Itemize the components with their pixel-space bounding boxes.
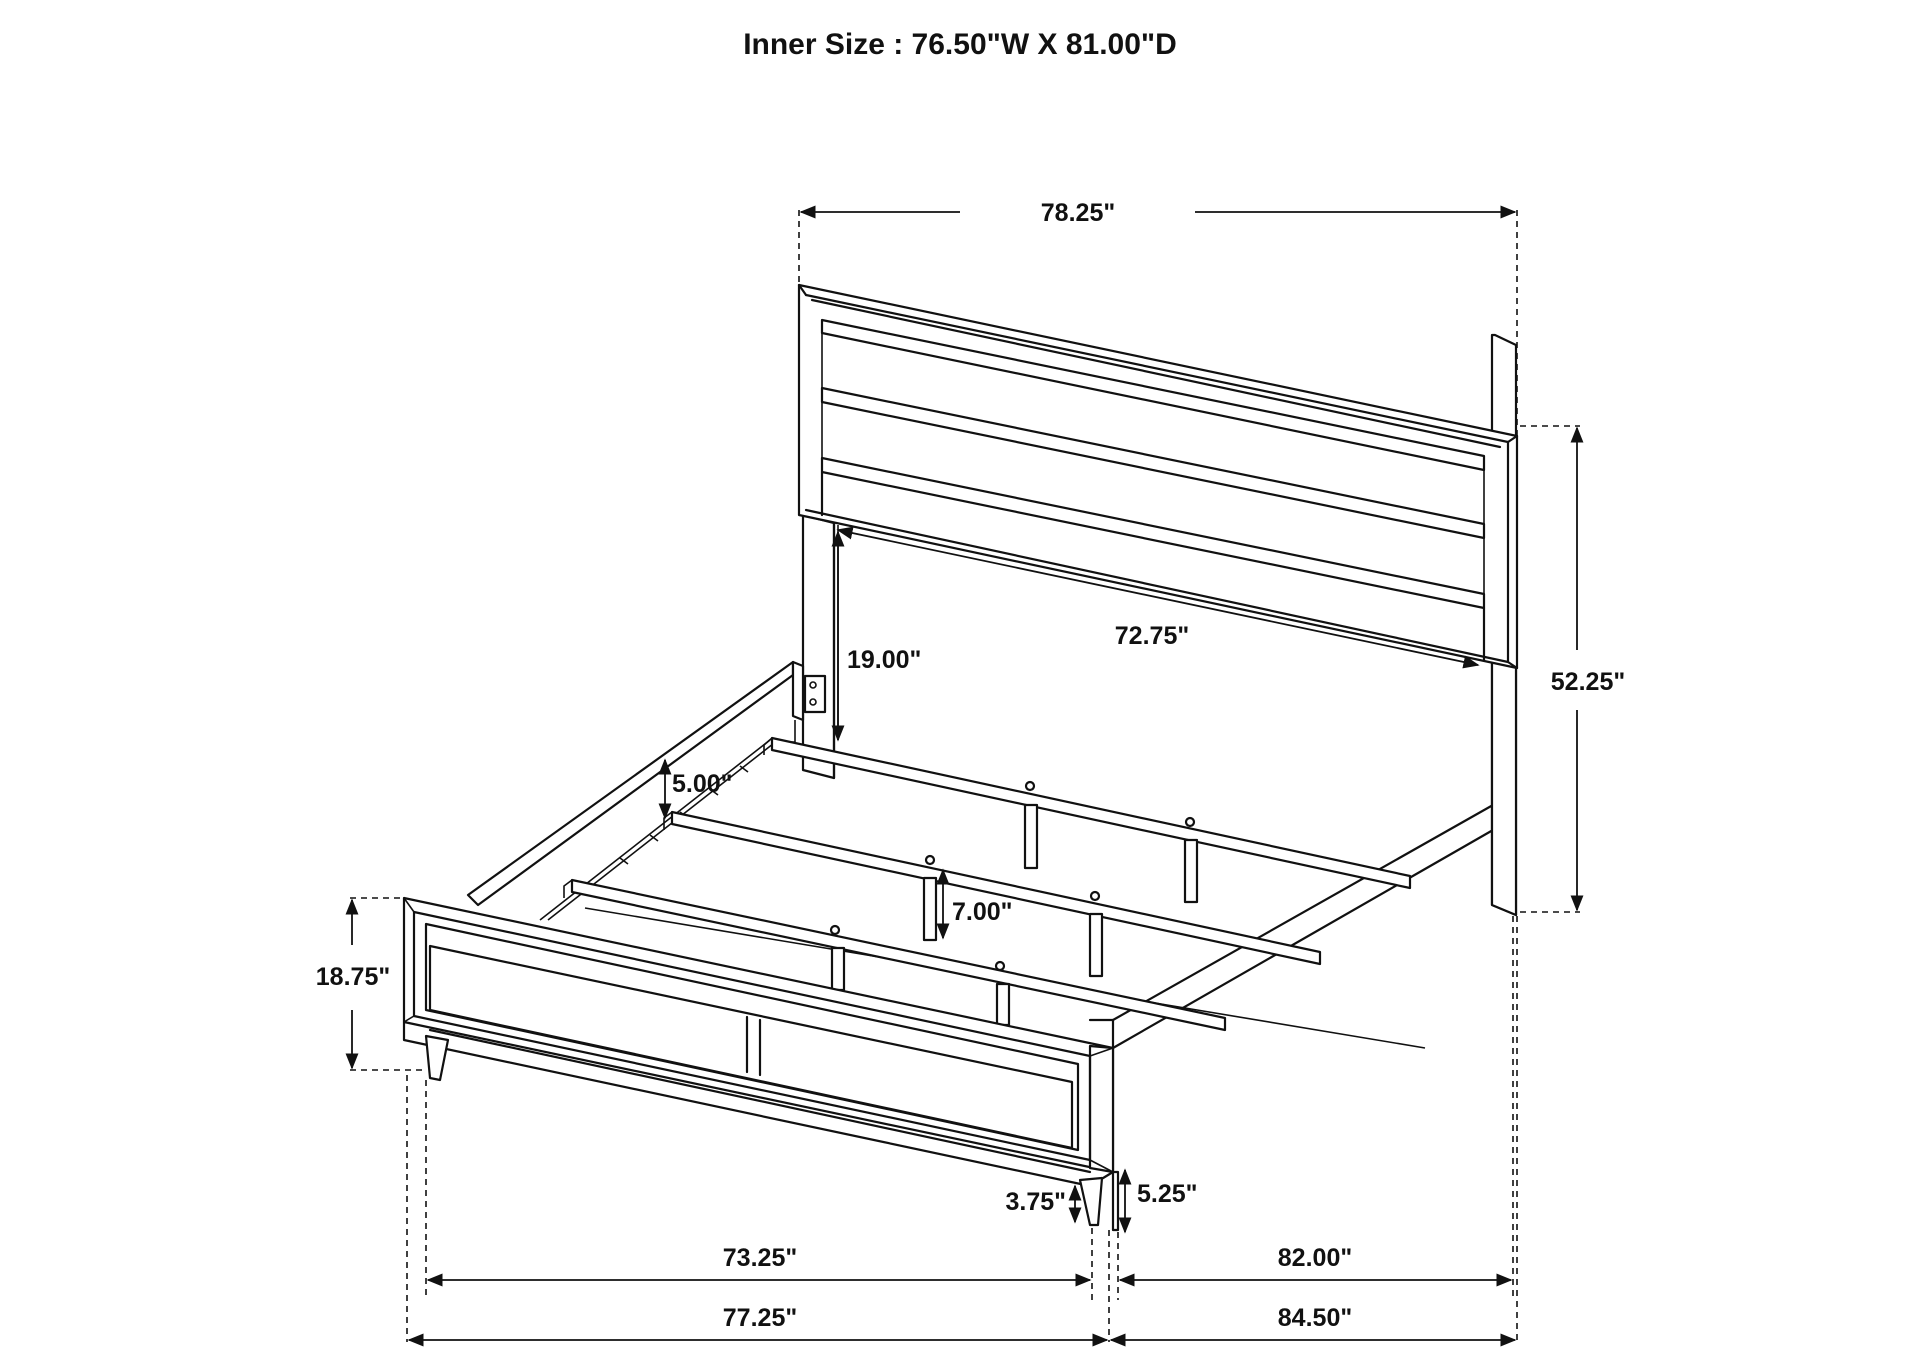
label-foot-leg-height: 3.75": [1005, 1188, 1066, 1216]
label-footboard-overall-width: 77.25": [723, 1304, 797, 1332]
label-headboard-inner-width: 72.75": [1115, 622, 1189, 650]
label-slat-drop: 5.00": [672, 770, 733, 798]
label-side-rail-leg-height: 5.25": [1137, 1180, 1198, 1208]
diagram-title: Inner Size : 76.50"W X 81.00"D: [743, 28, 1177, 61]
headboard-left-leg: [801, 513, 836, 780]
label-leg-clearance: 19.00": [847, 646, 921, 674]
label-support-leg-height: 7.00": [952, 898, 1013, 926]
label-rail-length: 82.00": [1278, 1244, 1352, 1272]
label-headboard-width: 78.25": [1041, 199, 1115, 227]
label-headboard-height: 52.25": [1551, 668, 1625, 696]
label-footboard-height: 18.75": [316, 963, 390, 991]
dimension-labels: 78.25" 72.75" 52.25" 19.00" 5.00" 7.00" …: [316, 196, 1625, 1332]
label-overall-length: 84.50": [1278, 1304, 1352, 1332]
footboard: [402, 896, 1120, 1232]
dimension-lines: [345, 205, 1584, 1347]
cross-slats: [563, 736, 1412, 1032]
support-legs: [830, 803, 1199, 1027]
bed-drawing: [402, 283, 1519, 1232]
label-footboard-inner-width: 73.25": [723, 1244, 797, 1272]
left-side-rail: [466, 660, 827, 921]
headboard-panel: [797, 283, 1519, 670]
